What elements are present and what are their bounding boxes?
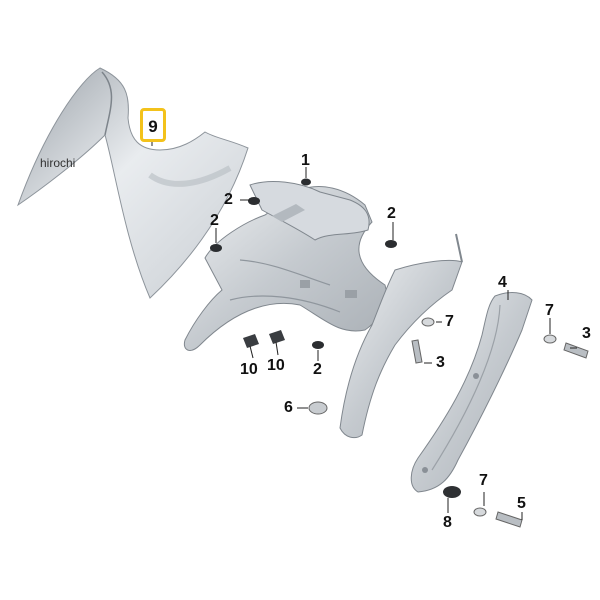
callout-3: 3: [436, 354, 445, 371]
bolt-icon: [495, 511, 523, 528]
callout-9-highlight: 9: [140, 108, 166, 142]
callout-3: 3: [582, 325, 591, 342]
callout-5: 5: [517, 495, 526, 512]
callout-2: 2: [224, 191, 233, 208]
watermark: hirochi: [40, 156, 76, 170]
part-1-carrier: [183, 180, 387, 351]
leader-lines: [151, 135, 577, 520]
callout-7: 7: [445, 313, 454, 330]
washer-icon: [421, 317, 435, 327]
nut-icon: [301, 178, 311, 186]
washer-icon: [308, 401, 328, 415]
support-frame: [339, 233, 463, 439]
bolt-icon: [563, 342, 589, 359]
callout-10: 10: [267, 357, 285, 374]
callout-8: 8: [443, 514, 452, 531]
part-9-cover: [17, 67, 249, 299]
clip-icon: [243, 334, 259, 348]
part-4-bracket: [410, 292, 533, 493]
grommet-icon: [443, 486, 461, 498]
washer-icon: [473, 507, 487, 517]
callout-2: 2: [387, 205, 396, 222]
callout-6: 6: [284, 399, 293, 416]
callout-7: 7: [479, 472, 488, 489]
nut-icon: [385, 240, 397, 248]
bolt-icon: [411, 339, 423, 364]
callout-4: 4: [498, 274, 507, 291]
washer-icon: [543, 334, 557, 344]
callout-2: 2: [313, 361, 322, 378]
hardware: [210, 178, 589, 528]
nut-icon: [210, 244, 222, 252]
callout-1: 1: [301, 152, 310, 169]
callout-7-extra: 7: [545, 302, 554, 319]
callout-2: 2: [210, 212, 219, 229]
clip-icon: [269, 330, 285, 344]
callout-9: 9: [148, 117, 158, 136]
nut-icon: [248, 197, 260, 205]
callout-10: 10: [240, 361, 258, 378]
nut-icon: [312, 341, 324, 349]
